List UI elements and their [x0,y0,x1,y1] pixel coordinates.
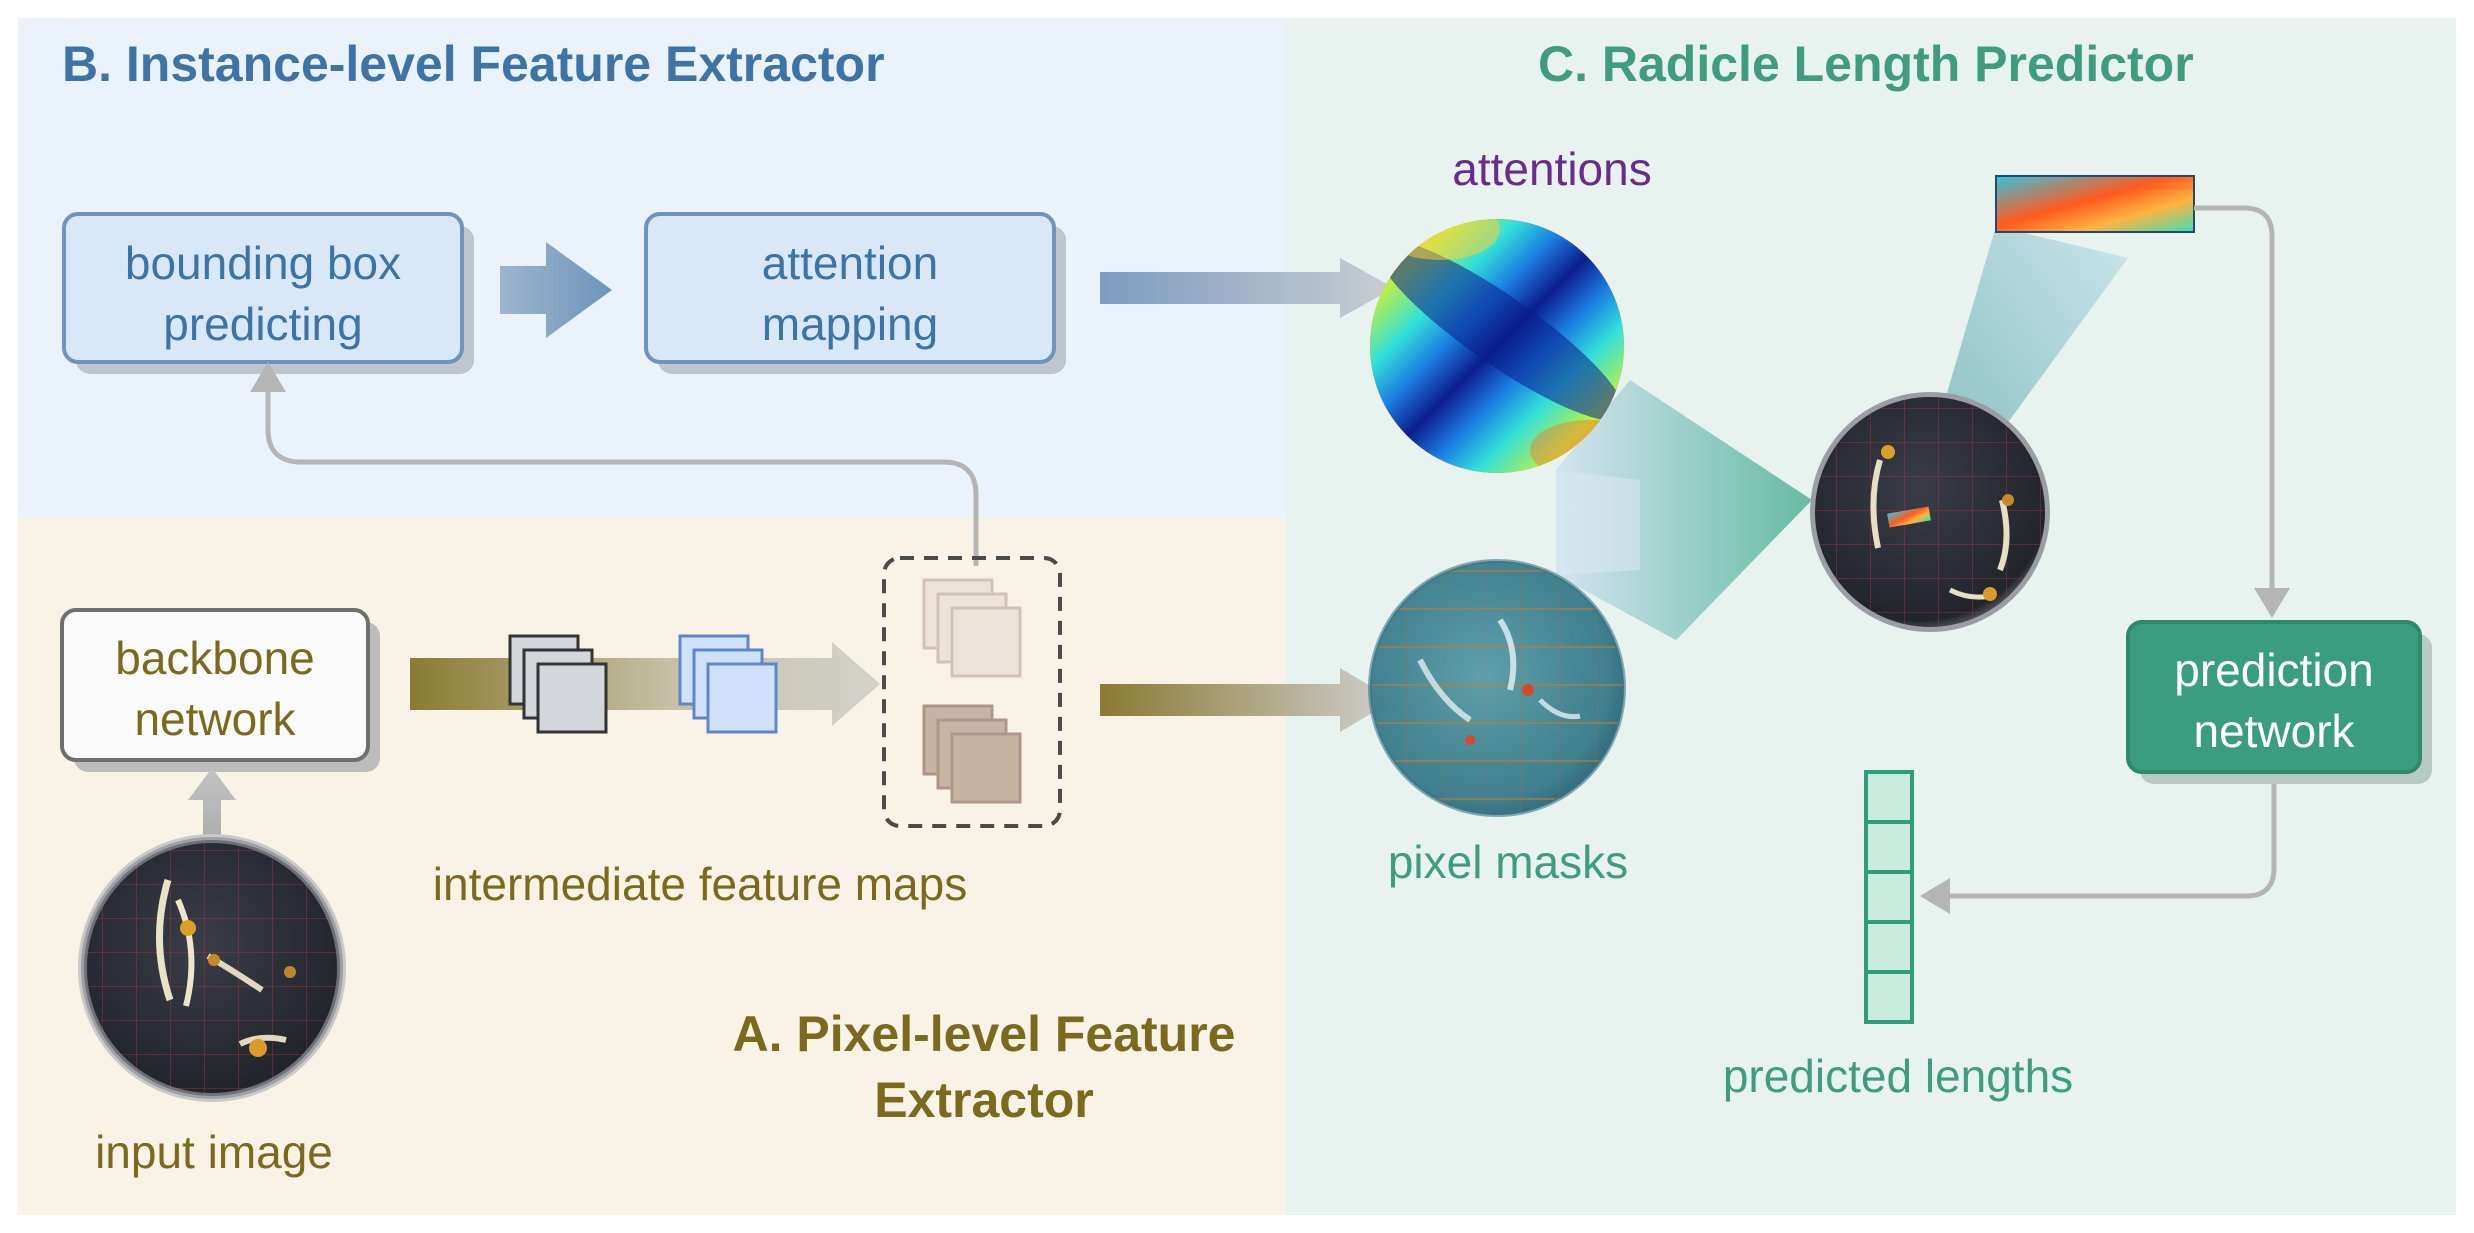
arrow-to-pixel-masks [1100,668,1394,732]
attention-mapping-label-line2: mapping [762,298,938,350]
intermediate-maps-group [882,556,1062,828]
backbone-label-line2: network [134,693,296,745]
arrow-to-attentions [1100,258,1394,318]
section-c-title: C. Radicle Length Predictor [1538,36,2194,92]
annotated-dish-image [1810,392,2050,632]
bounding-box-predicting-box: bounding box predicting [62,212,474,374]
prediction-label-line2: network [2193,705,2355,757]
feedback-connector [265,388,979,566]
attention-mapping-label-line1: attention [762,237,938,289]
pixel-mask-image [1368,559,1626,817]
bounding-box-label-line2: predicting [163,298,362,350]
dark-tan-map-stack [922,704,1022,804]
backbone-network-box: backbone network [60,608,380,772]
section-b-title: B. Instance-level Feature Extractor [62,36,885,92]
predicted-lengths-vector [1864,770,1914,1024]
light-tan-map-stack [922,578,1022,678]
attention-crop-patch [1995,175,2195,233]
prediction-label-line1: prediction [2174,644,2373,696]
prediction-network-box: prediction network [2126,620,2432,784]
arrow-input-to-backbone [188,768,236,850]
backbone-label-line1: backbone [115,632,315,684]
gray-feature-map-stack [508,634,608,734]
input-image-label: input image [95,1126,333,1178]
block-arrow-b [500,242,612,338]
section-a-title-line1: A. Pixel-level Feature [732,1006,1235,1062]
pixel-masks-label: pixel masks [1388,836,1628,888]
blue-feature-map-stack [678,634,778,734]
patch-to-prediction-connector [2194,205,2275,588]
attentions-label: attentions [1452,143,1651,195]
input-image [78,834,346,1102]
attention-mapping-box: attention mapping [644,212,1066,374]
attention-mask-cone [1556,380,1812,640]
prediction-to-lengths-connector [1948,784,2277,899]
prediction-to-lengths-arrowhead [1920,878,1950,914]
bounding-box-label-line1: bounding box [125,237,401,289]
section-a-title-line2: Extractor [874,1072,1094,1128]
intermediate-maps-label: intermediate feature maps [433,858,967,910]
feedback-arrowhead [250,362,286,392]
cone-fill-center [1556,470,1640,575]
patch-to-prediction-arrowhead [2254,588,2290,618]
predicted-lengths-label: predicted lengths [1723,1050,2073,1102]
